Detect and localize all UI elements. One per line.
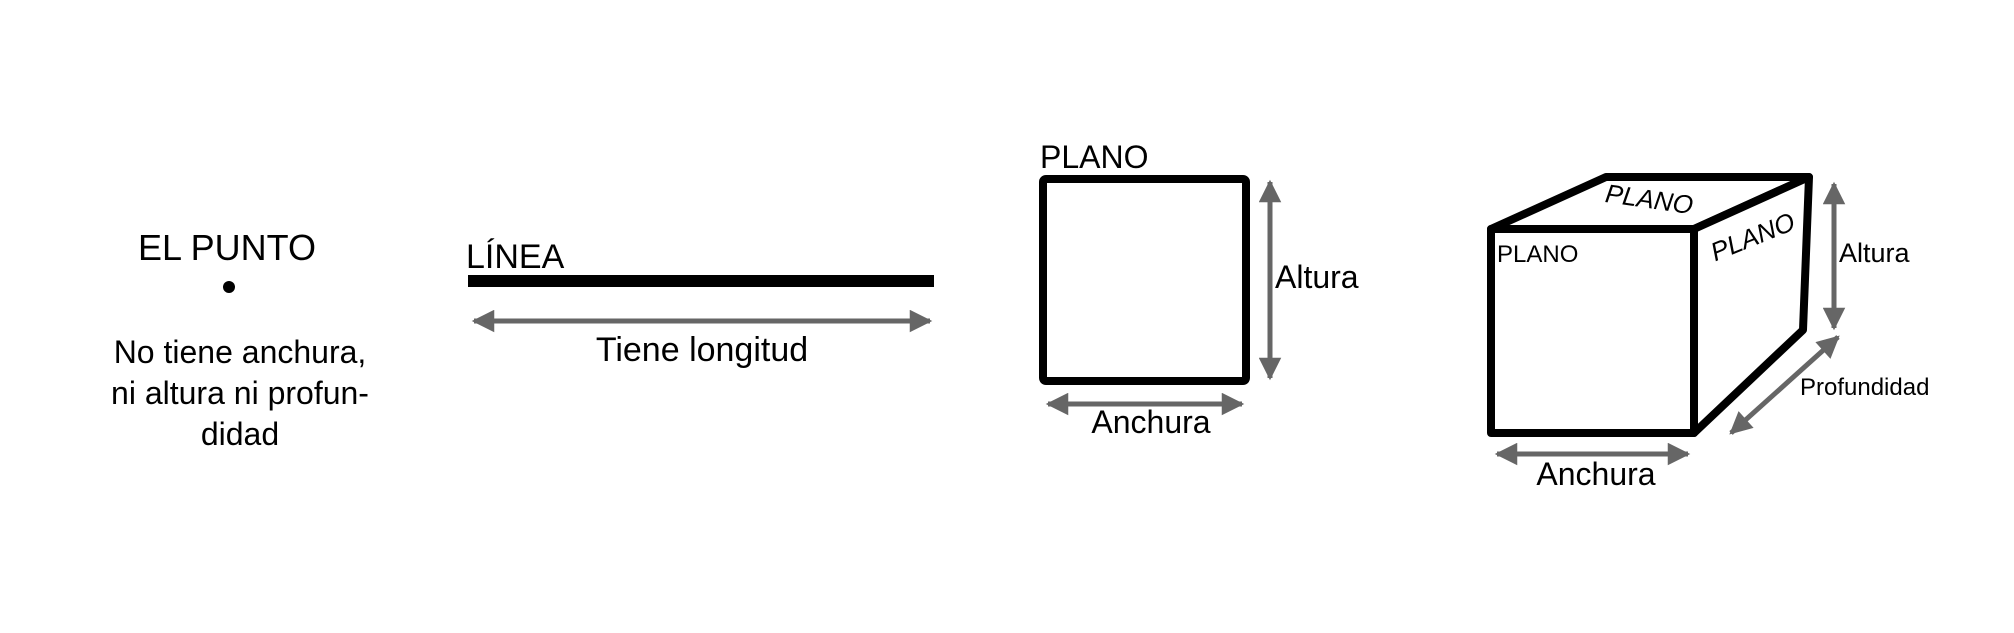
cube-height-label: Altura <box>1839 238 1911 268</box>
line-title: LÍNEA <box>466 238 565 276</box>
point-dot <box>223 281 235 293</box>
point-section: EL PUNTO No tiene anchura, ni altura ni … <box>111 227 369 452</box>
plane-title: PLANO <box>1040 139 1148 175</box>
cube-width-label: Anchura <box>1536 456 1655 492</box>
point-description-line-2: ni altura ni profun- <box>111 375 369 411</box>
line-section: LÍNEA Tiene longitud <box>466 238 934 369</box>
point-description-line-1: No tiene anchura, <box>114 334 367 370</box>
plane-height-label: Altura <box>1275 259 1359 295</box>
plane-square <box>1039 175 1250 385</box>
plane-section: PLANO Altura Anchura <box>1039 139 1359 440</box>
point-title: EL PUNTO <box>138 227 316 268</box>
line-bar <box>468 275 934 287</box>
plane-width-label: Anchura <box>1091 404 1210 440</box>
cube-front-label: PLANO <box>1497 241 1578 268</box>
cube-front-face <box>1487 225 1698 437</box>
point-description-line-3: didad <box>201 416 279 452</box>
cube-depth-arrow <box>1729 335 1840 435</box>
cube-section: PLANO PLANO PLANO Altura Profundidad Anc… <box>1487 173 1929 492</box>
cube-side-face <box>1690 173 1813 437</box>
length-label: Tiene longitud <box>596 331 808 369</box>
cube-depth-label: Profundidad <box>1800 374 1929 401</box>
